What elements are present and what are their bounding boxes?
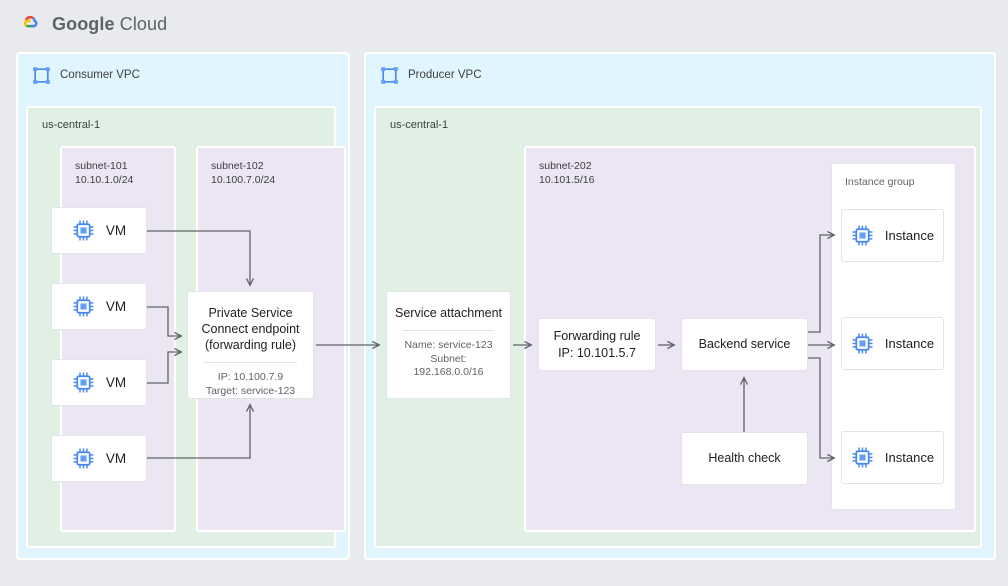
- health-check-node[interactable]: Health check: [681, 432, 808, 485]
- subnet-102-label: subnet-102 10.100.7.0/24: [211, 160, 276, 186]
- instance-node-2[interactable]: Instance: [841, 317, 944, 370]
- subnet-101-label: subnet-101 10.10.1.0/24: [75, 160, 134, 186]
- vm-node-1[interactable]: VM: [51, 207, 147, 254]
- divider: [402, 330, 494, 331]
- google-cloud-logo-icon: [23, 15, 38, 28]
- brand-cloud: Cloud: [119, 13, 168, 34]
- backend-service-node[interactable]: Backend service: [681, 318, 808, 371]
- producer-vpc-title: Producer VPC: [408, 68, 482, 81]
- chip-icon: [73, 220, 94, 241]
- instance-node-3[interactable]: Instance: [841, 431, 944, 484]
- vm-node-4[interactable]: VM: [51, 435, 147, 482]
- psc-endpoint-card[interactable]: Private Service Connect endpoint (forwar…: [187, 291, 314, 399]
- chip-icon: [73, 372, 94, 393]
- consumer-region-label: us-central-1: [42, 119, 101, 131]
- service-attachment-details: Name: service-123 Subnet: 192.168.0.0/16: [404, 339, 493, 378]
- vm-label: VM: [105, 223, 127, 238]
- subnet-202-label: subnet-202 10.101.5/16: [539, 160, 595, 186]
- instance-label: Instance: [884, 450, 935, 465]
- divider: [204, 362, 297, 363]
- health-check-label: Health check: [708, 451, 781, 465]
- instance-group-label: Instance group: [845, 176, 915, 188]
- producer-vpc-header: Producer VPC: [380, 66, 482, 85]
- backend-service-label: Backend service: [698, 337, 791, 351]
- instance-label: Instance: [884, 228, 935, 243]
- instance-label: Instance: [884, 336, 935, 351]
- vm-node-2[interactable]: VM: [51, 283, 147, 330]
- chip-icon: [73, 448, 94, 469]
- producer-region-label: us-central-1: [390, 119, 449, 131]
- psc-endpoint-title: Private Service Connect endpoint (forwar…: [201, 306, 300, 352]
- vpc-icon: [33, 67, 50, 84]
- vm-label: VM: [105, 375, 127, 390]
- vm-node-3[interactable]: VM: [51, 359, 147, 406]
- brand-google: Google: [52, 13, 115, 34]
- chip-icon: [852, 225, 873, 246]
- service-attachment-title: Service attachment: [395, 306, 502, 320]
- psc-endpoint-details: IP: 10.100.7.9 Target: service-123: [205, 371, 296, 397]
- vpc-icon: [381, 67, 398, 84]
- instance-node-1[interactable]: Instance: [841, 209, 944, 262]
- chip-icon: [852, 333, 873, 354]
- consumer-vpc-title: Consumer VPC: [60, 68, 140, 81]
- brand-wordmark: Google Cloud: [52, 15, 167, 33]
- consumer-vpc-header: Consumer VPC: [32, 66, 140, 85]
- forwarding-rule-label: Forwarding rule IP: 10.101.5.7: [553, 328, 641, 360]
- chip-icon: [73, 296, 94, 317]
- vm-label: VM: [105, 451, 127, 466]
- vm-label: VM: [105, 299, 127, 314]
- forwarding-rule-node[interactable]: Forwarding rule IP: 10.101.5.7: [538, 318, 656, 371]
- chip-icon: [852, 447, 873, 468]
- brand-header: Google Cloud: [16, 10, 167, 37]
- service-attachment-card[interactable]: Service attachment Name: service-123 Sub…: [386, 291, 511, 399]
